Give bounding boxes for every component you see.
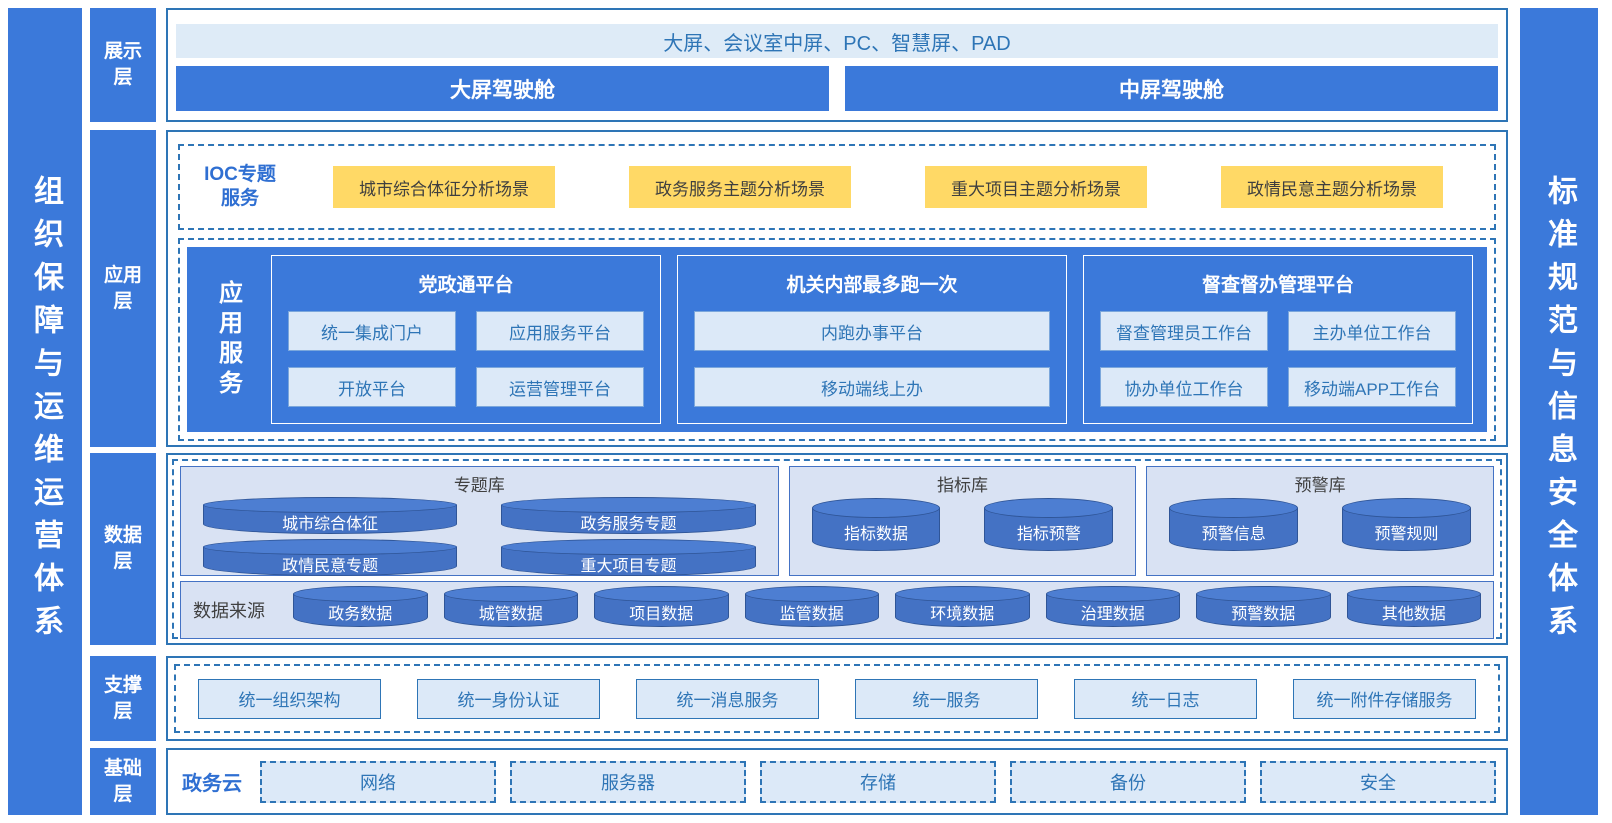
platform-item: 内跑办事平台 — [694, 311, 1050, 351]
platform-item-grid: 督查管理员工作台 主办单位工作台 协办单位工作台 移动端APP工作台 — [1100, 311, 1456, 407]
db-cylinder: 城市综合体征 — [203, 497, 458, 534]
platform-item: 移动端线上办 — [694, 367, 1050, 407]
cockpit-row: 大屏驾驶舱 中屏驾驶舱 — [176, 66, 1498, 111]
base-item-security: 安全 — [1260, 760, 1496, 803]
cylinder-grid: 城市综合体征 政务服务专题 政情民意专题 重大项目专题 — [195, 496, 764, 576]
scene-public-opinion: 政情民意主题分析场景 — [1221, 166, 1443, 208]
library-row: 专题库 城市综合体征 政务服务专题 政情民意专题 重大项目专题 指标库 指标数据… — [180, 466, 1494, 576]
library-title: 预警库 — [1294, 476, 1346, 495]
platform-internal-once: 机关内部最多跑一次 内跑办事平台 移动端线上办 — [677, 255, 1067, 424]
data-sources-label: 数据来源 — [193, 601, 265, 621]
display-layer-section: 大屏、会议室中屏、PC、智慧屏、PAD 大屏驾驶舱 中屏驾驶舱 — [166, 8, 1508, 122]
platform-item: 协办单位工作台 — [1100, 367, 1268, 407]
platform-title: 督查督办管理平台 — [1201, 275, 1354, 296]
library-topics: 专题库 城市综合体征 政务服务专题 政情民意专题 重大项目专题 — [180, 466, 779, 576]
platform-item: 应用服务平台 — [476, 311, 644, 351]
source-cylinder: 预警数据 — [1196, 585, 1331, 627]
platform-title: 机关内部最多跑一次 — [786, 275, 958, 296]
layer-label-support: 支撑层 — [90, 656, 156, 741]
data-layer-section: 专题库 城市综合体征 政务服务专题 政情民意专题 重大项目专题 指标库 指标数据… — [166, 453, 1508, 645]
source-cylinder: 项目数据 — [594, 585, 729, 627]
scene-gov-service: 政务服务主题分析场景 — [629, 166, 851, 208]
layer-label-display: 展示层 — [90, 8, 156, 122]
library-title: 指标库 — [936, 476, 988, 495]
source-cylinder: 城管数据 — [443, 585, 578, 627]
standards-security-sidebar: 标准规范与信息安全体系 — [1520, 8, 1598, 815]
source-cylinder: 治理数据 — [1045, 585, 1180, 627]
base-item-network: 网络 — [260, 760, 496, 803]
layer-label-data: 数据层 — [90, 453, 156, 645]
data-sources-row: 数据来源 政务数据 城管数据 项目数据 监管数据 环境数据 治理数据 预警数据 … — [180, 581, 1494, 639]
db-cylinder: 政务服务专题 — [501, 497, 756, 534]
application-services-panel: 应用服务 党政通平台 统一集成门户 应用服务平台 开放平台 运营管理平台 机关内… — [187, 247, 1487, 432]
cylinder-grid: 预警信息 预警规则 — [1161, 496, 1479, 551]
support-item-org: 统一组织架构 — [198, 678, 381, 719]
application-layer-section: IOC专题服务 城市综合体征分析场景 政务服务主题分析场景 重大项目主题分析场景… — [166, 130, 1508, 447]
db-cylinder: 预警信息 — [1169, 498, 1299, 551]
platform-party-gov: 党政通平台 统一集成门户 应用服务平台 开放平台 运营管理平台 — [271, 255, 661, 424]
source-cylinder: 监管数据 — [744, 585, 879, 627]
application-services-label: 应用服务 — [214, 279, 242, 400]
base-layer-section: 政务云 网络 服务器 存储 备份 安全 — [166, 748, 1508, 815]
support-item-identity: 统一身份认证 — [417, 678, 600, 719]
ioc-topic-services: IOC专题服务 城市综合体征分析场景 政务服务主题分析场景 重大项目主题分析场景… — [178, 144, 1496, 230]
cockpit-large-screen: 大屏驾驶舱 — [176, 66, 829, 111]
db-cylinder: 预警规则 — [1342, 498, 1471, 551]
scene-city-signs: 城市综合体征分析场景 — [333, 166, 555, 208]
devices-bar: 大屏、会议室中屏、PC、智慧屏、PAD — [176, 24, 1498, 58]
db-cylinder: 重大项目专题 — [501, 539, 756, 576]
platform-item: 运营管理平台 — [476, 367, 644, 407]
platform-title: 党政通平台 — [418, 275, 514, 296]
library-warnings: 预警库 预警信息 预警规则 — [1146, 466, 1494, 576]
gov-cloud-label: 政务云 — [182, 773, 242, 795]
org-assurance-sidebar: 组织保障与运维运营体系 — [8, 8, 82, 815]
support-item-service: 统一服务 — [855, 678, 1038, 719]
base-item-backup: 备份 — [1010, 760, 1246, 803]
layer-label-base: 基础层 — [90, 748, 156, 815]
platform-item: 主办单位工作台 — [1288, 311, 1456, 351]
base-item-storage: 存储 — [760, 760, 996, 803]
platform-supervision: 督查督办管理平台 督查管理员工作台 主办单位工作台 协办单位工作台 移动端APP… — [1083, 255, 1473, 424]
source-cylinder: 政务数据 — [293, 585, 428, 627]
platform-item-grid: 内跑办事平台 移动端线上办 — [694, 311, 1050, 407]
db-cylinder: 政情民意专题 — [203, 539, 458, 576]
source-cylinder: 环境数据 — [895, 585, 1030, 627]
ioc-scene-row: 城市综合体征分析场景 政务服务主题分析场景 重大项目主题分析场景 政情民意主题分… — [296, 166, 1480, 208]
source-cylinder: 其他数据 — [1346, 585, 1481, 627]
support-item-log: 统一日志 — [1074, 678, 1257, 719]
support-layer-section: 统一组织架构 统一身份认证 统一消息服务 统一服务 统一日志 统一附件存储服务 — [166, 656, 1508, 741]
data-layer-inner: 专题库 城市综合体征 政务服务专题 政情民意专题 重大项目专题 指标库 指标数据… — [172, 459, 1502, 639]
cockpit-medium-screen: 中屏驾驶舱 — [845, 66, 1498, 111]
support-item-attachment: 统一附件存储服务 — [1293, 678, 1476, 719]
db-cylinder: 指标数据 — [811, 498, 941, 551]
support-layer-inner: 统一组织架构 统一身份认证 统一消息服务 统一服务 统一日志 统一附件存储服务 — [174, 664, 1500, 733]
layer-label-application: 应用层 — [90, 130, 156, 447]
base-item-server: 服务器 — [510, 760, 746, 803]
scene-major-projects: 重大项目主题分析场景 — [925, 166, 1147, 208]
platform-item: 开放平台 — [288, 367, 456, 407]
library-title: 专题库 — [453, 476, 505, 495]
platform-item-grid: 统一集成门户 应用服务平台 开放平台 运营管理平台 — [288, 311, 644, 407]
standards-security-label: 标准规范与信息安全体系 — [1543, 175, 1576, 648]
org-assurance-label: 组织保障与运维运营体系 — [29, 175, 62, 648]
application-services-box: 应用服务 党政通平台 统一集成门户 应用服务平台 开放平台 运营管理平台 机关内… — [178, 238, 1496, 441]
platform-item: 移动端APP工作台 — [1288, 367, 1456, 407]
platform-item: 督查管理员工作台 — [1100, 311, 1268, 351]
library-indicators: 指标库 指标数据 指标预警 — [788, 466, 1137, 576]
platform-item: 统一集成门户 — [288, 311, 456, 351]
cylinder-grid: 指标数据 指标预警 — [804, 496, 1122, 551]
ioc-services-label: IOC专题服务 — [204, 164, 276, 209]
support-item-message: 统一消息服务 — [636, 678, 819, 719]
db-cylinder: 指标预警 — [984, 498, 1114, 551]
